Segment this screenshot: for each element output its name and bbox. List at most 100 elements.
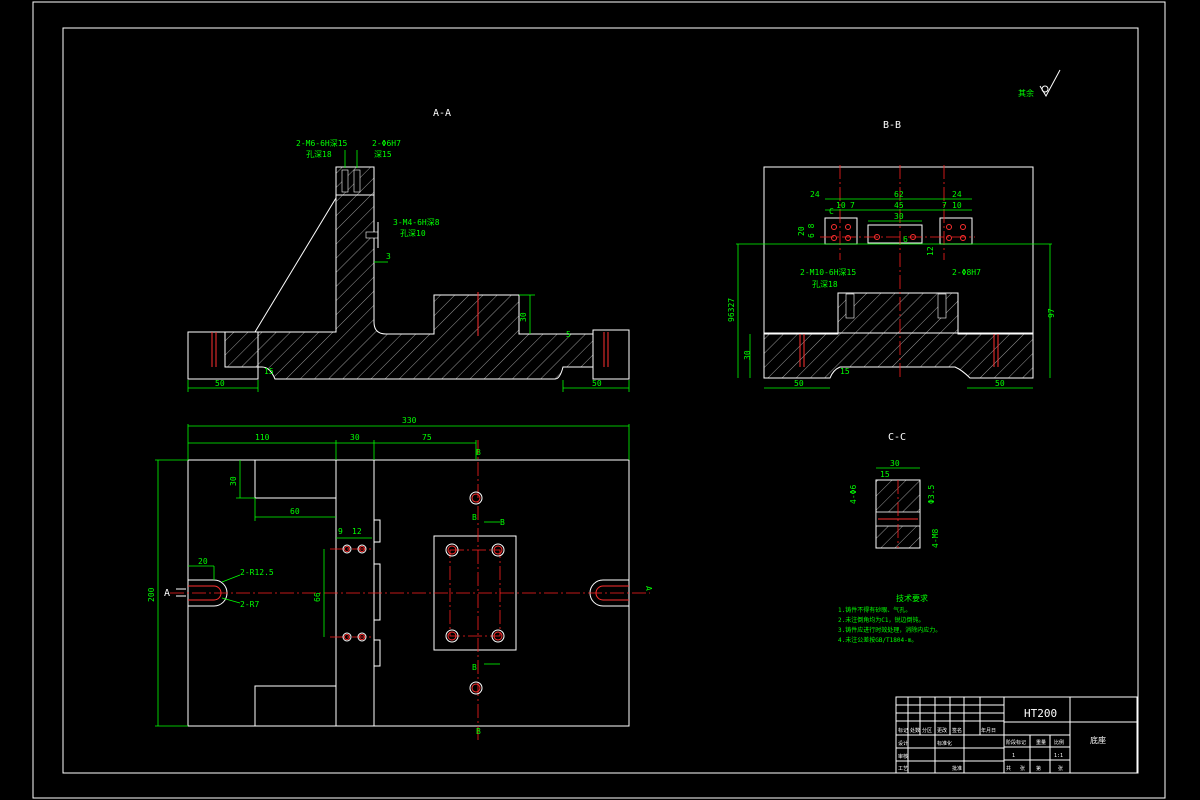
bb-holes-left: 2-M10-6H深15: [800, 268, 856, 277]
tb-label-9: 工艺: [898, 766, 908, 772]
cc-dim-30: 30: [890, 459, 900, 468]
bb-dim-96327: 96327: [727, 298, 736, 322]
tb-label-16: 第: [1036, 765, 1041, 772]
bb-holes-left-sub: 孔深18: [812, 280, 838, 289]
bb-dim-30: 30: [894, 212, 904, 221]
plan-mark-b-bottom: B: [476, 727, 481, 736]
plan-dim-66: 66: [313, 592, 322, 602]
tb-label-14: 共: [1006, 765, 1011, 772]
cc-right-dim2: 4-M8: [931, 529, 940, 548]
plan-mark-a-right: A: [644, 586, 653, 591]
bb-dim-20: 20: [797, 226, 806, 236]
plan-view: [170, 440, 650, 740]
aa-hole-top-right: 2-Φ6H7: [372, 139, 401, 148]
plan-mark-b-top: B: [476, 448, 481, 457]
aa-dim-50-right: 50: [592, 379, 602, 388]
plan-dim-75: 75: [422, 433, 432, 442]
plan-dim-20: 20: [198, 557, 208, 566]
cc-left-dim: 4-Φ6: [849, 485, 858, 504]
title-part-name: 底座: [1090, 735, 1106, 745]
inner-frame: [62, 27, 1139, 774]
section-cc-dimensions: 30 15 4-Φ6 Φ3.5 4-M8: [849, 459, 940, 548]
bb-dim-62: 62: [894, 190, 904, 199]
plan-dim-110: 110: [255, 433, 270, 442]
section-aa-dimensions: 2-M6-6H深15 孔深18 2-Φ6H7 深15 3-M4-6H深8 孔深1…: [187, 139, 630, 392]
tb-label-19: 1: [1012, 753, 1015, 759]
roughness-label: 其余: [1018, 88, 1034, 98]
bb-dim-10-right: 10: [952, 201, 962, 210]
cc-right-dim: Φ3.5: [927, 485, 936, 504]
tb-label-0: 标记: [898, 727, 908, 734]
notes-title: 技术要求: [896, 593, 928, 603]
title-material: HT200: [1024, 707, 1057, 720]
tb-label-2: 分区: [922, 727, 932, 734]
aa-side-holes-sub: 孔深10: [400, 229, 426, 238]
tb-label-12: 重量: [1036, 739, 1046, 746]
aa-hole-top-left-sub: 孔深18: [306, 150, 332, 159]
bb-dim-45: 45: [894, 201, 904, 210]
plan-dimensions: 330 110 30 75 30 60 9 12 66 200 20 2-R12…: [147, 416, 653, 736]
roughness-symbol: 其余: [1018, 69, 1061, 98]
bb-dim-6-8: 6 8: [807, 223, 816, 238]
bb-dim-24-right: 24: [952, 190, 962, 199]
plan-dim-60: 60: [290, 507, 300, 516]
bb-dim-7-right: 7: [942, 201, 947, 210]
aa-dim-15: 15: [264, 367, 274, 376]
plan-r125: 2-R12.5: [240, 568, 274, 577]
bb-holes-right: 2-Φ8H7: [952, 268, 981, 277]
aa-hole-top-right-sub: 深15: [374, 150, 392, 159]
tb-label-15: 张: [1020, 765, 1025, 772]
tb-label-4: 签名: [952, 727, 962, 734]
tb-label-6: 设计: [898, 740, 908, 747]
note-line-3: 3.铸件应进行时效处理，消除内应力。: [838, 626, 941, 634]
aa-dim-50-left: 50: [215, 379, 225, 388]
note-line-1: 1.铸件不得有砂眼、气孔。: [838, 606, 911, 614]
bb-dim-24-left: 24: [810, 190, 820, 199]
section-bb-dimensions: 24 62 24 10 7 45 7 10 30 20 6 8 C 12 6 2…: [727, 190, 1056, 389]
bb-dim-97: 97: [1047, 308, 1056, 318]
plan-mark-a-left: A: [164, 588, 170, 599]
plan-mark-b-mid2: B: [500, 518, 505, 527]
aa-dim-3: 3: [386, 252, 391, 261]
aa-dim-30: 30: [519, 312, 528, 322]
plan-dim-12: 12: [352, 527, 362, 536]
bb-dim-12: 12: [926, 246, 935, 256]
tb-label-10: 批准: [952, 765, 962, 772]
tb-label-18: 1:1: [1054, 753, 1063, 759]
plan-mark-b-low: B: [472, 663, 477, 672]
aa-side-holes: 3-M4-6H深8: [393, 218, 440, 227]
tb-label-13: 比例: [1054, 739, 1064, 746]
bb-dim-6: 6: [903, 235, 908, 244]
bb-dim-15: 15: [840, 367, 850, 376]
tb-label-8: 审核: [898, 753, 908, 760]
plan-dim-9: 9: [338, 527, 343, 536]
outer-frame: [32, 1, 1166, 799]
aa-hole-top-left: 2-M6-6H深15: [296, 139, 348, 148]
tb-label-5: 年月日: [981, 727, 996, 734]
plan-r7: 2-R7: [240, 600, 259, 609]
cc-dim-15: 15: [880, 470, 890, 479]
technical-notes: 技术要求 1.铸件不得有砂眼、气孔。 2.未注倒角均为C1，锐边倒钝。 3.铸件…: [838, 593, 941, 644]
section-label-aa: A-A: [433, 108, 451, 119]
bb-dim-50-right: 50: [995, 379, 1005, 388]
tb-label-11: 阶段标记: [1006, 739, 1026, 746]
tb-label-1: 处数: [910, 727, 920, 734]
plan-dim-30-v: 30: [229, 476, 238, 486]
aa-dim-5: 5: [566, 330, 571, 339]
plan-dim-200: 200: [147, 587, 156, 602]
bb-dim-7-left: 7: [850, 201, 855, 210]
title-block: HT200 底座 标记 处数 分区 更改 签名 年月日 设计 标准化 审核 工艺…: [895, 696, 1138, 774]
tb-label-17: 张: [1058, 765, 1063, 772]
bb-label-c: C: [829, 207, 834, 216]
bb-dim-50-left: 50: [794, 379, 804, 388]
note-line-2: 2.未注倒角均为C1，锐边倒钝。: [838, 616, 924, 624]
tb-label-3: 更改: [937, 727, 947, 734]
plan-dim-330: 330: [402, 416, 417, 425]
bb-dim-30-side: 30: [743, 350, 752, 360]
plan-mark-b-mid: B: [472, 513, 477, 522]
section-aa-view: [187, 166, 630, 380]
note-line-4: 4.未注公差按GB/T1804-m。: [838, 636, 917, 644]
bb-dim-10-left: 10: [836, 201, 846, 210]
plan-dim-30: 30: [350, 433, 360, 442]
